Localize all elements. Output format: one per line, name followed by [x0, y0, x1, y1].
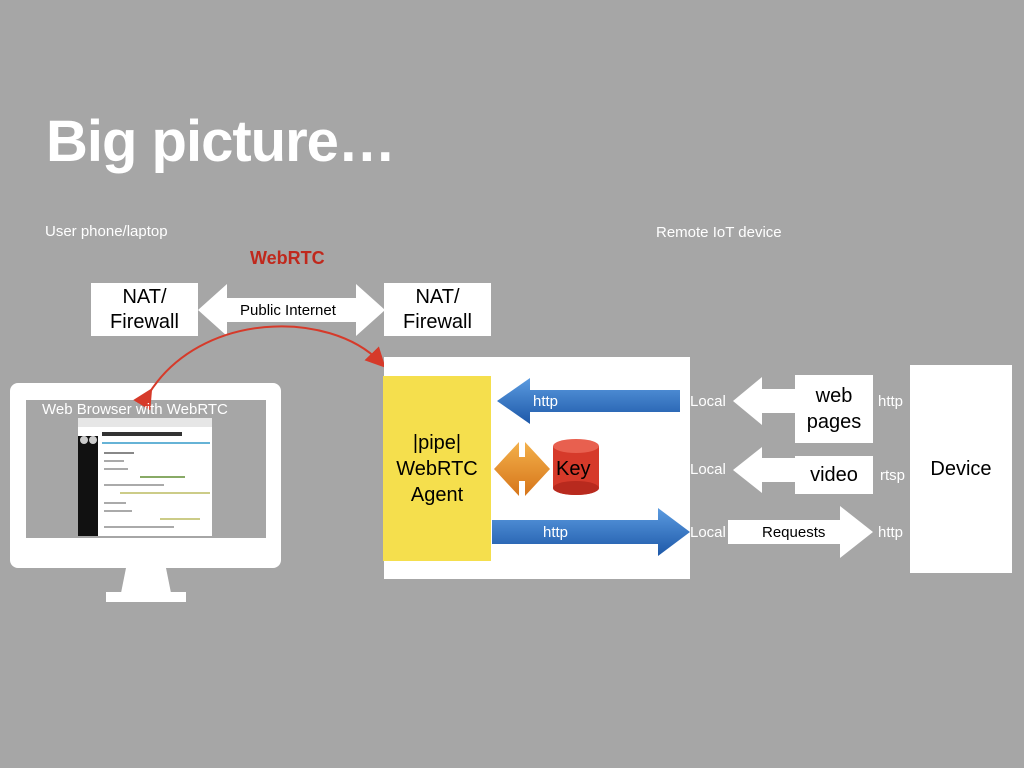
video-arrow: [733, 447, 795, 493]
video-box: video: [795, 456, 873, 494]
web-pages-arrow: [733, 377, 795, 425]
browser-caption: Web Browser with WebRTC: [42, 401, 228, 418]
nat-firewall-right: NAT/ Firewall: [384, 283, 491, 336]
public-internet-label: Public Internet: [240, 302, 336, 319]
http-bottom-label: http: [543, 524, 569, 541]
device-label: Device: [930, 457, 992, 480]
web-pages-box: web pages: [795, 375, 873, 443]
public-internet-arrow: [198, 284, 385, 336]
local-label-2: Local: [690, 461, 726, 478]
local-label-3: Local: [690, 524, 726, 541]
http-top-label: http: [533, 393, 559, 410]
proto-label-2: rtsp: [880, 467, 906, 484]
proto-label-1: http: [878, 393, 904, 410]
webrtc-connection-arrow: [133, 325, 386, 411]
remote-side-label: Remote IoT device: [656, 224, 782, 241]
nat-firewall-left: NAT/ Firewall: [91, 283, 198, 336]
device-box: Device: [910, 365, 1012, 573]
webrtc-label: WebRTC: [250, 248, 325, 268]
requests-label: Requests: [762, 524, 826, 541]
pipe-webrtc-agent: |pipe| WebRTC Agent: [383, 376, 491, 561]
slide-title: Big picture…: [46, 109, 396, 174]
proto-label-3: http: [878, 524, 904, 541]
local-label-1: Local: [690, 393, 726, 410]
key-label: Key: [556, 458, 591, 480]
requests-arrow: [728, 506, 873, 558]
browser-screenshot: [78, 418, 212, 536]
user-side-label: User phone/laptop: [45, 223, 168, 240]
